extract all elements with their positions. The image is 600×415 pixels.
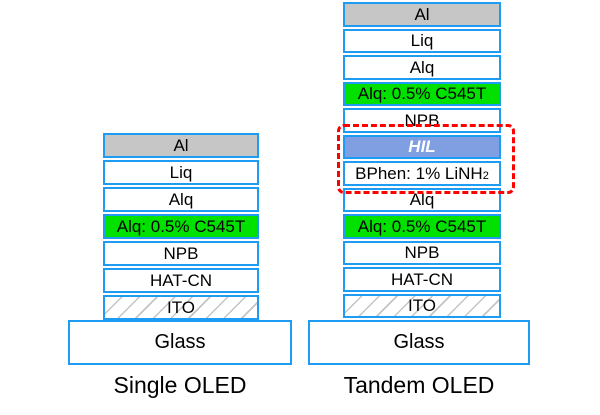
layer-hil: HIL bbox=[343, 134, 501, 159]
layer-al: Al bbox=[343, 2, 501, 27]
tandem-oled-caption: Tandem OLED bbox=[343, 372, 495, 398]
layer-alq-c545t: Alq: 0.5% C545T bbox=[343, 81, 501, 106]
layer-ito: ITO bbox=[103, 295, 259, 320]
layer-liq: Liq bbox=[343, 28, 501, 53]
layer-npb: NPB bbox=[103, 241, 259, 266]
bphen-label: BPhen: 1% LiNH bbox=[355, 163, 483, 183]
glass-substrate: Glass bbox=[68, 320, 292, 365]
layer-npb: NPB bbox=[343, 108, 501, 133]
layer-alq: Alq bbox=[343, 55, 501, 80]
layer-ito: ITO bbox=[343, 293, 501, 318]
cgl-highlight-box bbox=[337, 124, 515, 194]
single-oled-stack: Al Liq Alq Alq: 0.5% C545T NPB HAT-CN IT… bbox=[103, 133, 259, 320]
bphen-label-subscript: 2 bbox=[482, 169, 489, 182]
layer-alq-c545t: Alq: 0.5% C545T bbox=[343, 214, 501, 239]
layer-alq-c545t: Alq: 0.5% C545T bbox=[103, 214, 259, 239]
layer-al: Al bbox=[103, 133, 259, 158]
layer-hat-cn: HAT-CN bbox=[103, 268, 259, 293]
layer-npb: NPB bbox=[343, 240, 501, 265]
tandem-oled-stack: Al Liq Alq Alq: 0.5% C545T NPB HIL BPhen… bbox=[343, 2, 501, 318]
glass-substrate: Glass bbox=[308, 320, 530, 365]
single-oled-caption: Single OLED bbox=[113, 372, 247, 398]
layer-liq: Liq bbox=[103, 160, 259, 185]
layer-alq: Alq bbox=[103, 187, 259, 212]
layer-hat-cn: HAT-CN bbox=[343, 267, 501, 292]
